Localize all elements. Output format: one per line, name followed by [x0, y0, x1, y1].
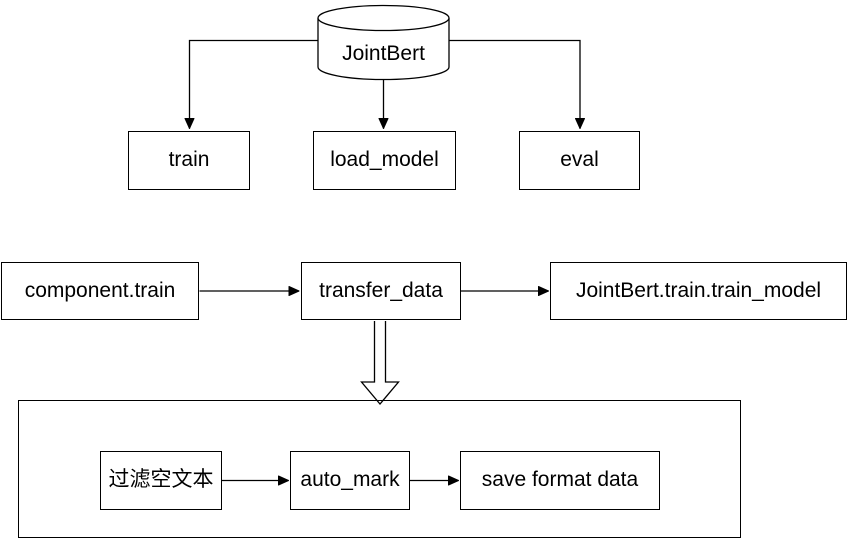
- node-auto-mark: auto_mark: [290, 451, 410, 510]
- node-eval: eval: [519, 131, 640, 190]
- node-jointbert-database-label: JointBert: [342, 42, 425, 65]
- node-save-format-data: save format data: [460, 451, 660, 510]
- block-arrow-transfer-data-to-subprocess-icon: [360, 321, 400, 406]
- node-load-model: load_model: [313, 131, 456, 190]
- node-component-train: component.train: [1, 262, 199, 320]
- subprocess-container-box: [18, 400, 741, 538]
- node-transfer-data: transfer_data: [301, 262, 461, 320]
- node-jointbert-train-train-model: JointBert.train.train_model: [550, 262, 847, 320]
- node-train: train: [128, 131, 250, 190]
- edge-jointbert-to-train: [184, 39, 318, 129]
- database-cylinder-icon: [317, 4, 450, 81]
- node-filter-empty-text: 过滤空文本: [100, 451, 222, 510]
- edge-jointbert-to-eval: [449, 39, 585, 129]
